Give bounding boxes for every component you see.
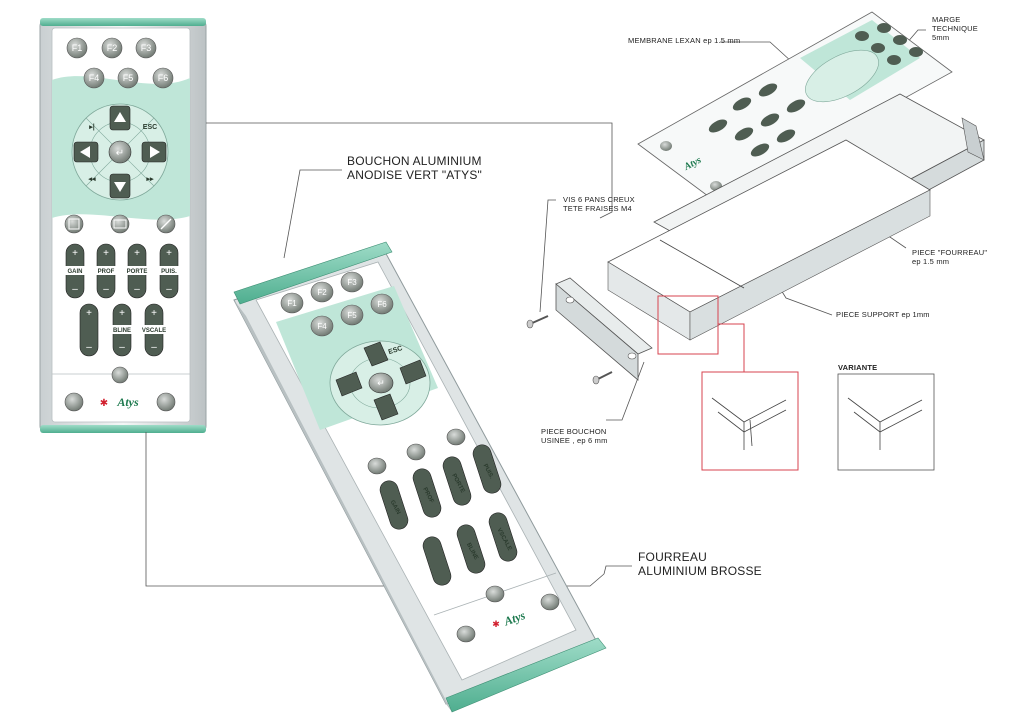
front-f6-label: F6 [158,73,169,83]
piece-support-label: PIECE SUPPORT ep 1mm [836,310,930,319]
marge-label-line3: 5mm [932,33,950,42]
exploded-view: Atys [526,11,985,385]
variante-label: VARIANTE [838,363,878,372]
front-minus-6: – [119,342,125,353]
front-minus-5: – [86,342,92,353]
persp-knobs: GAIN PROF PORTE PUIS. BLINE VSCALE [379,444,518,586]
persp-f3-label: F3 [347,278,357,287]
front-icon-buttons [64,214,176,234]
bouchon-label-line1: BOUCHON ALUMINIUM [347,154,482,168]
svg-text:✱: ✱ [492,619,500,629]
leader-lines [145,29,926,587]
front-minus-7: – [151,342,157,353]
fourreau-label-line1: FOURREAU [638,550,707,564]
front-plus-6: + [119,308,125,319]
front-knob-porte: PORTE [127,269,148,275]
front-minus-2: – [103,284,109,295]
marge-label-line2: TECHNIQUE [932,24,978,33]
front-f1-label: F1 [72,43,83,53]
front-plus-1: + [72,248,78,259]
bouchon-label: BOUCHON ALUMINIUM ANODISE VERT "ATYS" [347,154,482,183]
front-view-remote: F1 F2 F3 F4 F5 F6 ↵ ESC ▸| ◂◂ ▸▸ [39,18,207,433]
svg-text:↵: ↵ [377,378,385,388]
persp-f6-label: F6 [377,300,387,309]
variante-box [837,373,935,471]
front-knob-gain: GAIN [68,269,83,275]
fourreau-label: FOURREAU ALUMINIUM BROSSE [638,550,762,579]
front-knob-puis: PUIS. [161,269,177,275]
marge-label-line1: MARGE [932,15,961,24]
piece-fourreau-label: PIECE "FOURREAU" ep 1.5 mm [912,248,987,266]
front-plus-2: + [103,248,109,259]
piece-fourreau-label-line2: ep 1.5 mm [912,257,950,266]
svg-text:◂◂: ◂◂ [87,176,96,183]
front-f3-label: F3 [141,43,152,53]
front-plus-3: + [134,248,140,259]
piece-bouchon-label: PIECE BOUCHON USINEE , ep 6 mm [541,427,608,445]
persp-f2-label: F2 [317,288,327,297]
svg-text:▸▸: ▸▸ [145,176,154,183]
front-esc-label: ESC [143,124,157,131]
svg-text:✱: ✱ [100,398,108,409]
persp-fkeys: F1 F2 F3 F4 F5 F6 [280,271,394,337]
persp-f1-label: F1 [287,299,297,308]
front-plus-4: + [166,248,172,259]
svg-text:▸|: ▸| [88,124,95,131]
detail-zoom-box [701,371,799,471]
membrane-label: MEMBRANE LEXAN ep 1.5 mm [628,36,741,45]
svg-text:↵: ↵ [116,148,124,159]
vis-label-line1: VIS 6 PANS CREUX [563,195,635,204]
perspective-remote: F1 F2 F3 F4 F5 F6 ↵ ESC [233,241,607,713]
persp-esc-label: ESC [388,345,404,356]
front-dpad: ↵ ESC ▸| ◂◂ ▸▸ [71,103,169,201]
bouchon-label-line2: ANODISE VERT "ATYS" [347,168,483,183]
persp-f4-label: F4 [317,322,327,331]
screw-icons [526,315,613,385]
front-minus-1: – [72,284,78,295]
vis-label: VIS 6 PANS CREUX TETE FRAISES M4 [563,195,635,213]
piece-bouchon-label-line2: USINEE , ep 6 mm [541,436,608,445]
fourreau-label-line2: ALUMINIUM BROSSE [638,564,762,579]
front-knob-vscale: VSCALE [142,328,166,334]
front-knob-bline: BLINE [113,328,131,334]
front-knob-prof: PROF [98,269,115,275]
front-f5-label: F5 [123,73,134,83]
front-brand-logo: Atys [116,395,139,409]
vis-label-line2: TETE FRAISES M4 [563,204,632,213]
persp-dpad: ↵ ESC [329,340,431,426]
front-plus-7: + [151,308,157,319]
piece-fourreau-label-line1: PIECE "FOURREAU" [912,248,988,257]
front-minus-4: – [166,284,172,295]
persp-f5-label: F5 [347,311,357,320]
front-knobs: + + + + + + + – – – – – – – GAIN PR [64,243,180,357]
front-fkeys: F1 F2 F3 F4 F5 F6 [66,37,174,89]
front-plus-5: + [86,308,92,319]
marge-label: MARGE TECHNIQUE 5mm [932,15,978,42]
front-f2-label: F2 [107,43,118,53]
front-f4-label: F4 [89,73,100,83]
piece-bouchon-label-line1: PIECE BOUCHON [541,427,607,436]
front-minus-3: – [134,284,140,295]
